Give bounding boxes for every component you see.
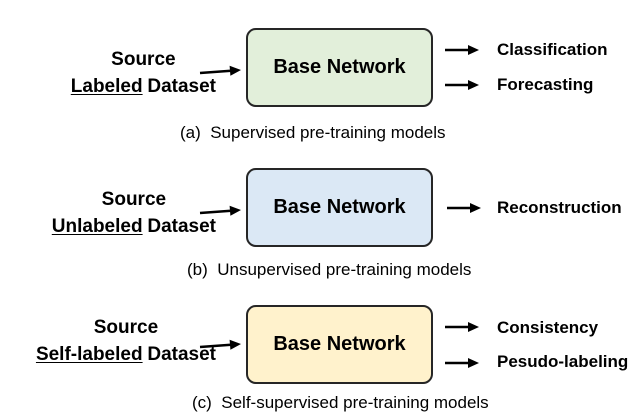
base-network-box-a: Base Network <box>246 28 433 107</box>
input-arrow-a <box>199 65 241 76</box>
output-label-classification: Classification <box>497 40 608 59</box>
caption-b: (b) Unsupervised pre-training models <box>187 260 472 279</box>
base-network-box-c: Base Network <box>246 305 433 384</box>
output-label-forecasting: Forecasting <box>497 75 594 94</box>
source-label: Source <box>111 49 176 70</box>
source-label: Source <box>93 317 159 338</box>
dataset-word: Dataset <box>147 344 216 365</box>
output-arrow-classification <box>445 45 479 55</box>
output-label-pseudo-labeling: Pesudo-labeling <box>497 352 629 371</box>
base-network-label: Base Network <box>273 56 406 78</box>
base-network-label: Base Network <box>273 333 406 355</box>
dataset-word: Dataset <box>147 76 216 97</box>
dataset-type-underlined: Labeled <box>70 76 143 97</box>
base-network-box-b: Base Network <box>246 168 433 247</box>
output-arrow-pseudo-labeling <box>445 358 479 368</box>
dataset-type-underlined: Self-labeled <box>35 344 143 365</box>
caption-a: (a) Supervised pre-training models <box>180 123 446 142</box>
caption-c: (c) Self-supervised pre-training models <box>192 393 489 412</box>
output-label-consistency: Consistency <box>497 318 599 337</box>
output-label-reconstruction: Reconstruction <box>497 198 622 217</box>
base-network-label: Base Network <box>273 196 406 218</box>
output-arrow-reconstruction <box>447 203 481 213</box>
dataset-type-underlined: Unlabeled <box>51 216 143 237</box>
input-arrow-b <box>199 205 241 216</box>
source-label: Source <box>101 189 167 210</box>
input-arrow-c <box>199 339 241 350</box>
output-arrow-forecasting <box>445 80 479 90</box>
output-arrow-consistency <box>445 322 479 332</box>
dataset-word: Dataset <box>147 216 216 237</box>
